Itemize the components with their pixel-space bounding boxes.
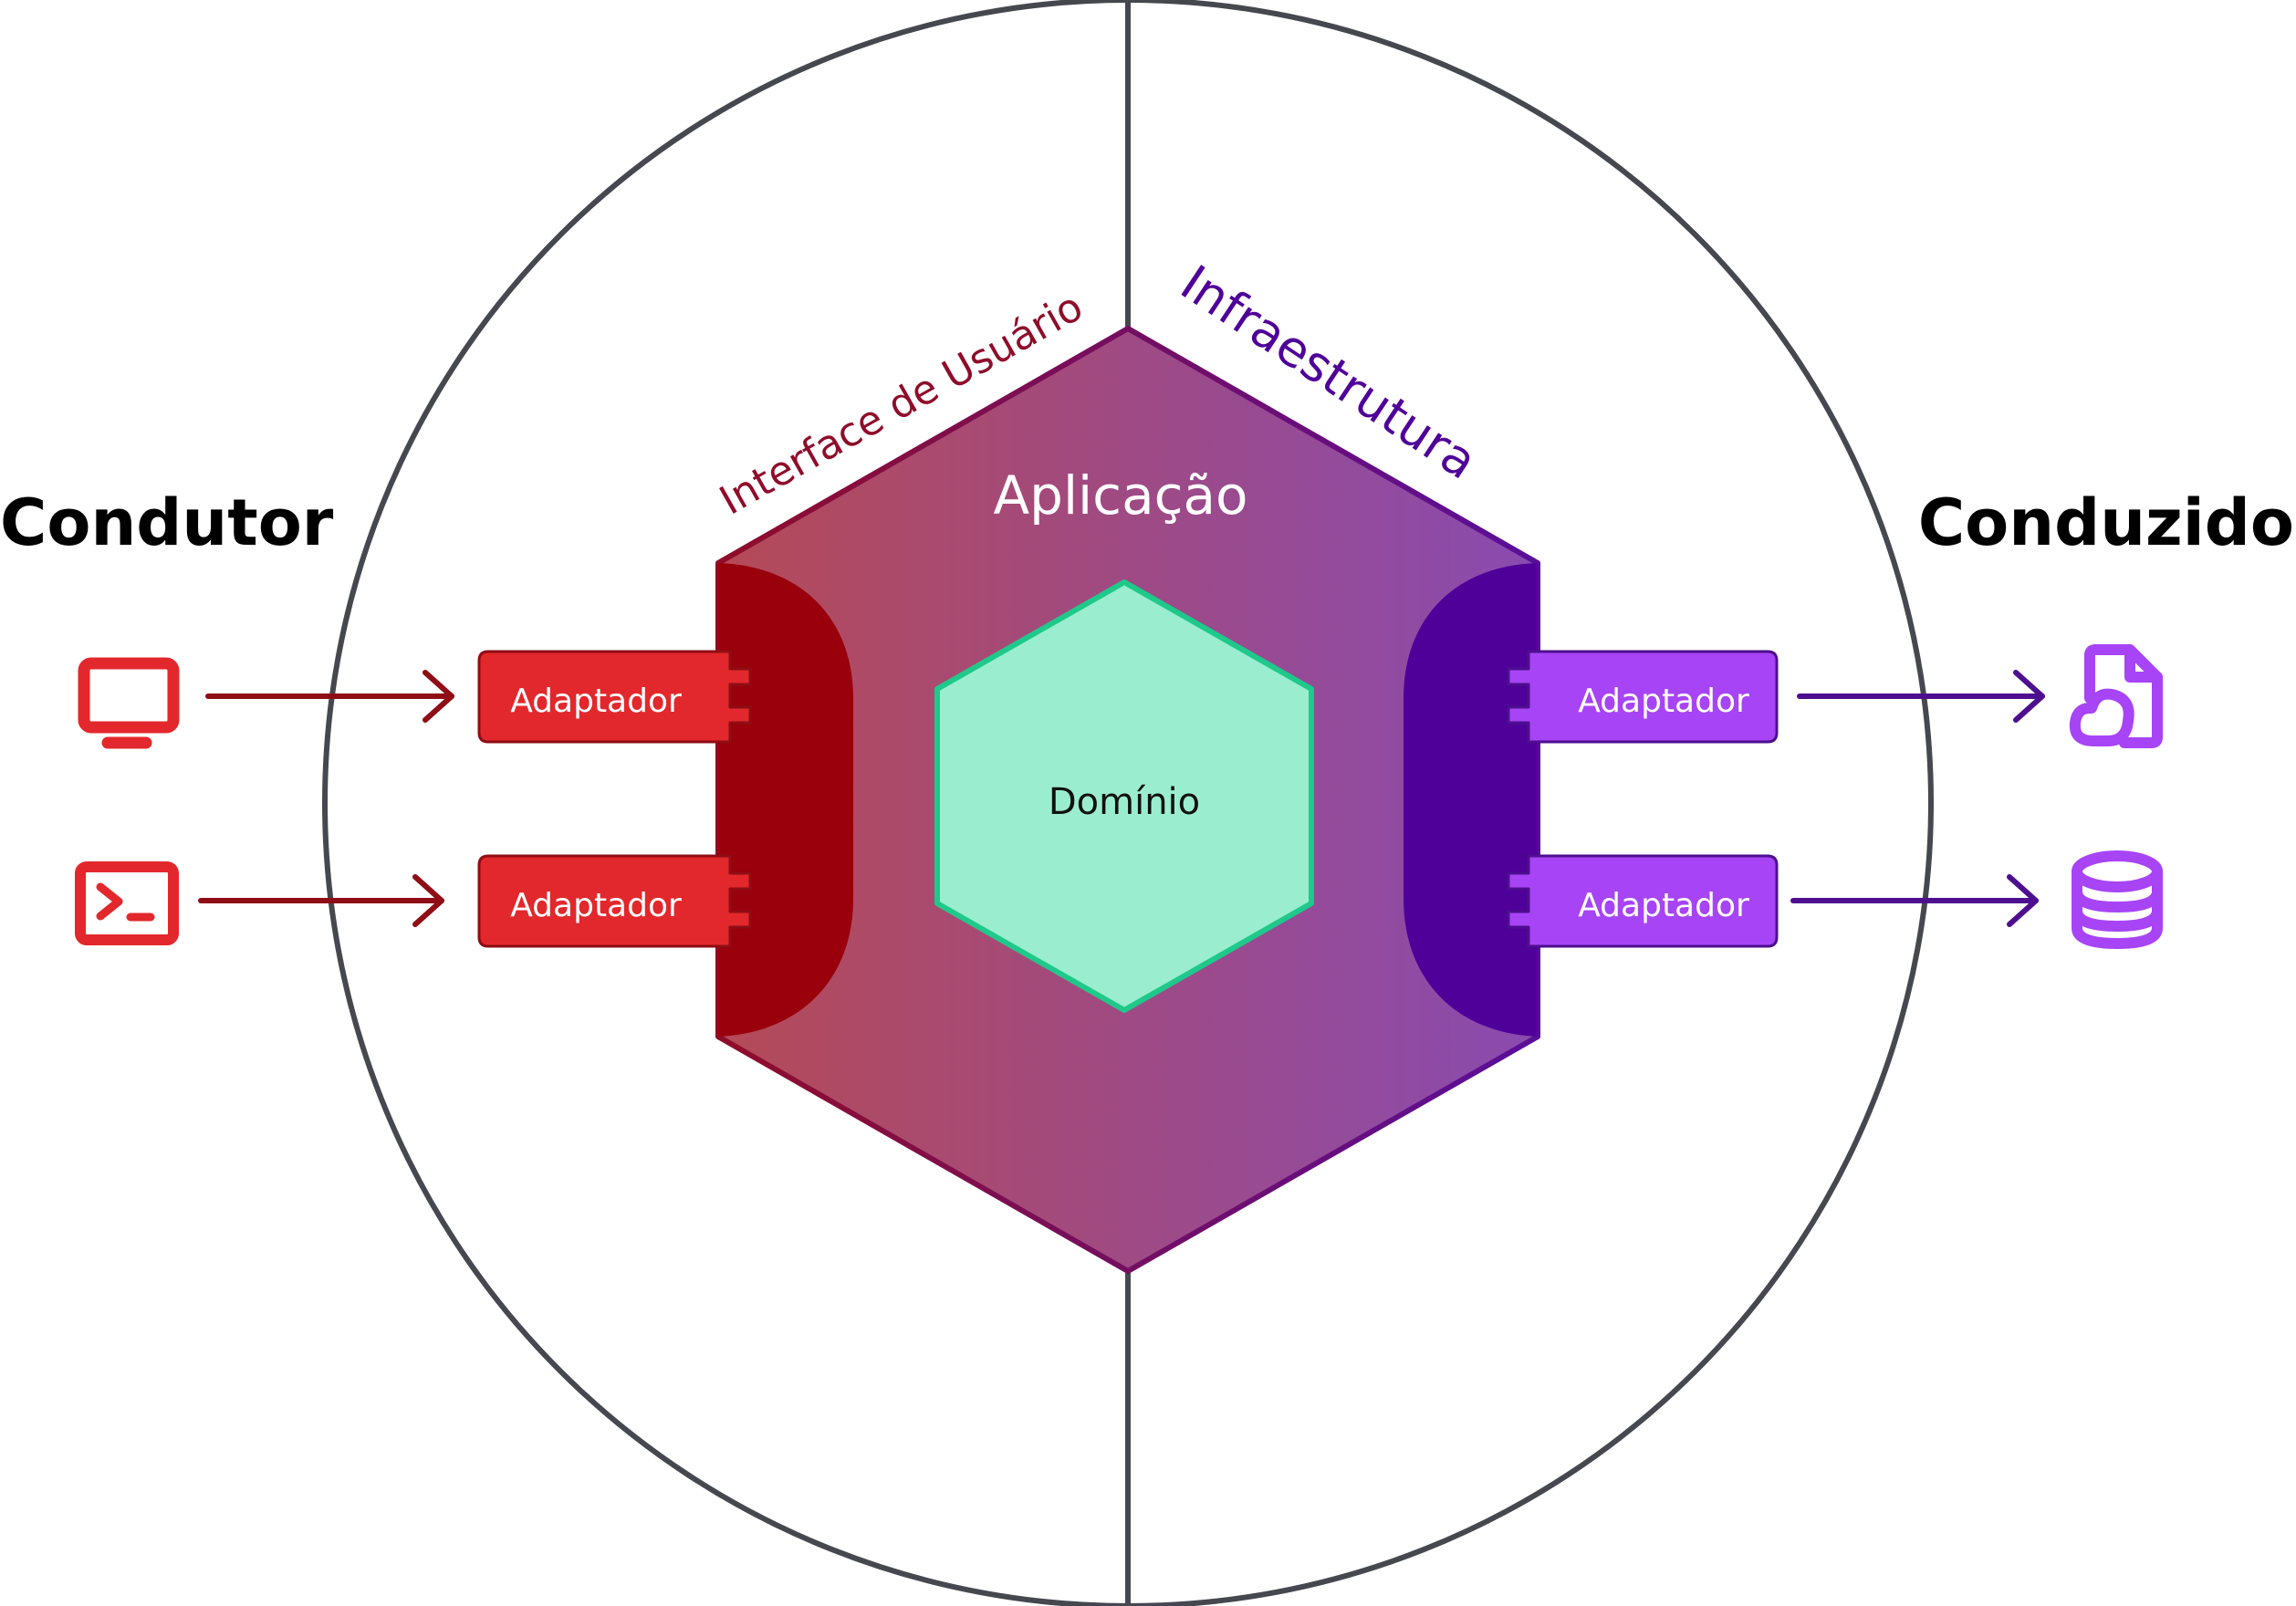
left-bottom-arrow [198, 874, 444, 927]
left-bottom-adapter: Adaptador [477, 854, 752, 948]
outer-circle [322, 0, 1934, 1606]
driven-title: Conduzido [1918, 485, 2294, 560]
terminal-icon [75, 861, 179, 945]
monitor-icon [78, 657, 180, 749]
right-top-adapter: Adaptador [1507, 650, 1779, 744]
left-port-region [718, 563, 853, 1037]
adapter-label: Adaptador [510, 683, 682, 720]
adapter-label: Adaptador [1578, 683, 1749, 720]
cloud-file-icon [2069, 644, 2163, 748]
domain-label: Domínio [1049, 781, 1200, 823]
application-label: Aplicação [993, 464, 1247, 527]
left-top-adapter: Adaptador [477, 650, 752, 744]
database-icon [2072, 850, 2163, 949]
driver-title: Condutor [0, 485, 334, 560]
right-bottom-arrow [1790, 874, 2039, 927]
adapter-label: Adaptador [510, 887, 682, 924]
right-top-arrow [1797, 670, 2045, 723]
right-port-region [1404, 563, 1538, 1037]
adapter-label: Adaptador [1578, 887, 1749, 924]
left-top-arrow [205, 670, 454, 723]
domain-hexagon [934, 579, 1314, 1013]
right-bottom-adapter: Adaptador [1507, 854, 1779, 948]
